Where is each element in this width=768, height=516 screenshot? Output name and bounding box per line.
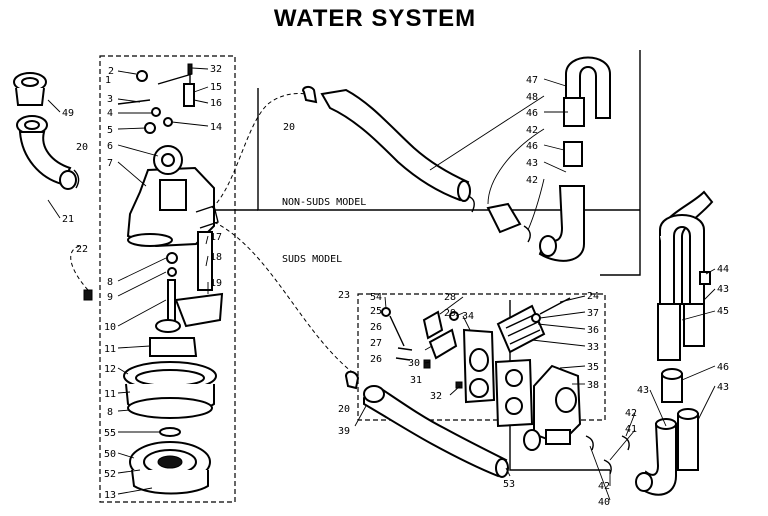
callout-22: 22 bbox=[76, 244, 88, 255]
callout-29: 29 bbox=[444, 308, 456, 319]
suds-model-label: SUDS MODEL bbox=[282, 254, 342, 265]
hose-45-u bbox=[657, 190, 714, 361]
clamp-20-left bbox=[73, 169, 80, 189]
callout-23: 23 bbox=[338, 290, 350, 301]
callout-5: 5 bbox=[107, 125, 113, 136]
callout-46-mid: 46 bbox=[526, 141, 538, 152]
callout-15: 15 bbox=[210, 82, 222, 93]
callout-3: 3 bbox=[107, 94, 113, 105]
callout-6: 6 bbox=[107, 141, 113, 152]
pump-to-suds-dashed-path bbox=[213, 221, 353, 373]
callout-37: 37 bbox=[587, 308, 599, 319]
callout-26-lower: 26 bbox=[370, 354, 382, 365]
drain-hose-48 bbox=[320, 88, 471, 202]
callout-7: 7 bbox=[107, 158, 113, 169]
callout-54: 54 bbox=[370, 292, 382, 303]
hose-21 bbox=[18, 131, 77, 190]
pump-body bbox=[117, 63, 219, 248]
callout-25: 25 bbox=[370, 306, 382, 317]
callout-55: 55 bbox=[104, 428, 116, 439]
callout-32: 32 bbox=[210, 64, 222, 75]
callout-53: 53 bbox=[503, 479, 515, 490]
callout-45: 45 bbox=[717, 306, 729, 317]
callout-41: 41 bbox=[625, 424, 637, 435]
callout-50: 50 bbox=[104, 449, 116, 460]
suds-valve-parts bbox=[381, 297, 582, 451]
callout-36: 36 bbox=[587, 325, 599, 336]
callout-42-lower-b: 42 bbox=[598, 481, 610, 492]
callout-43-right-bottom: 43 bbox=[717, 382, 729, 393]
clamp-20-suds bbox=[344, 370, 360, 390]
callout-49: 49 bbox=[62, 108, 74, 119]
callout-46-right: 46 bbox=[717, 362, 729, 373]
callout-20-left: 20 bbox=[76, 142, 88, 153]
callout-30: 30 bbox=[408, 358, 420, 369]
callout-10: 10 bbox=[104, 322, 116, 333]
callout-18: 18 bbox=[210, 252, 222, 263]
clamp-20-top bbox=[302, 85, 318, 104]
callout-43-right-top: 43 bbox=[717, 284, 729, 295]
callout-19: 19 bbox=[210, 278, 222, 289]
callout-21: 21 bbox=[62, 214, 74, 225]
pump-outlet-dashed-path bbox=[211, 93, 307, 209]
non-suds-model-label: NON-SUDS MODEL bbox=[282, 197, 366, 208]
connector-46-42 bbox=[467, 195, 531, 243]
callout-52: 52 bbox=[104, 469, 116, 480]
callout-48: 48 bbox=[526, 92, 538, 103]
callout-42-top: 42 bbox=[526, 125, 538, 136]
fitting-49 bbox=[13, 72, 48, 135]
callout-40: 40 bbox=[598, 497, 610, 508]
callout-43-lower-left: 43 bbox=[637, 385, 649, 396]
diagram-title: WATER SYSTEM bbox=[274, 5, 476, 32]
callout-20-top: 20 bbox=[283, 122, 295, 133]
callout-27: 27 bbox=[370, 338, 382, 349]
callout-35: 35 bbox=[587, 362, 599, 373]
hose-47-u bbox=[538, 56, 611, 262]
callout-14: 14 bbox=[210, 122, 222, 133]
callout-17: 17 bbox=[210, 232, 222, 243]
screw-22 bbox=[70, 245, 93, 301]
callout-46-top: 46 bbox=[526, 108, 538, 119]
leader-lines bbox=[47, 67, 716, 501]
hose-43-lower bbox=[635, 368, 699, 496]
callout-2: 2 bbox=[108, 66, 114, 77]
callout-43-top: 43 bbox=[526, 158, 538, 169]
callout-1: 1 bbox=[105, 75, 111, 86]
suds-hose-39 bbox=[363, 385, 509, 478]
callout-42-lower-a: 42 bbox=[625, 408, 637, 419]
callout-16: 16 bbox=[210, 98, 222, 109]
callout-11-upper: 11 bbox=[104, 344, 116, 355]
callout-26-upper: 26 bbox=[370, 322, 382, 333]
callout-8-lower: 8 bbox=[107, 407, 113, 418]
callout-28: 28 bbox=[444, 292, 456, 303]
callout-labels: 1 2 3 4 5 6 7 8 9 10 11 12 11 8 55 50 52… bbox=[62, 64, 729, 508]
pump-assembly-box bbox=[99, 55, 236, 503]
callout-38: 38 bbox=[587, 380, 599, 391]
callout-20-suds: 20 bbox=[338, 404, 350, 415]
callout-47: 47 bbox=[526, 75, 538, 86]
clamps-41-42 bbox=[585, 435, 630, 475]
callout-42-mid: 42 bbox=[526, 175, 538, 186]
callout-44: 44 bbox=[717, 264, 729, 275]
callout-39: 39 bbox=[338, 426, 350, 437]
callout-12: 12 bbox=[104, 364, 116, 375]
callout-24: 24 bbox=[587, 291, 599, 302]
callout-13: 13 bbox=[104, 490, 116, 501]
suds-parts-box bbox=[357, 293, 610, 471]
callout-33: 33 bbox=[587, 342, 599, 353]
callout-32-suds: 32 bbox=[430, 391, 442, 402]
callout-34: 34 bbox=[462, 311, 474, 322]
callout-8: 8 bbox=[107, 277, 113, 288]
callout-9: 9 bbox=[107, 292, 113, 303]
callout-31: 31 bbox=[410, 375, 422, 386]
callout-11-lower: 11 bbox=[104, 389, 116, 400]
callout-4: 4 bbox=[107, 108, 113, 119]
pump-housing-lower bbox=[123, 361, 217, 495]
pump-shaft-and-hub bbox=[149, 231, 224, 357]
